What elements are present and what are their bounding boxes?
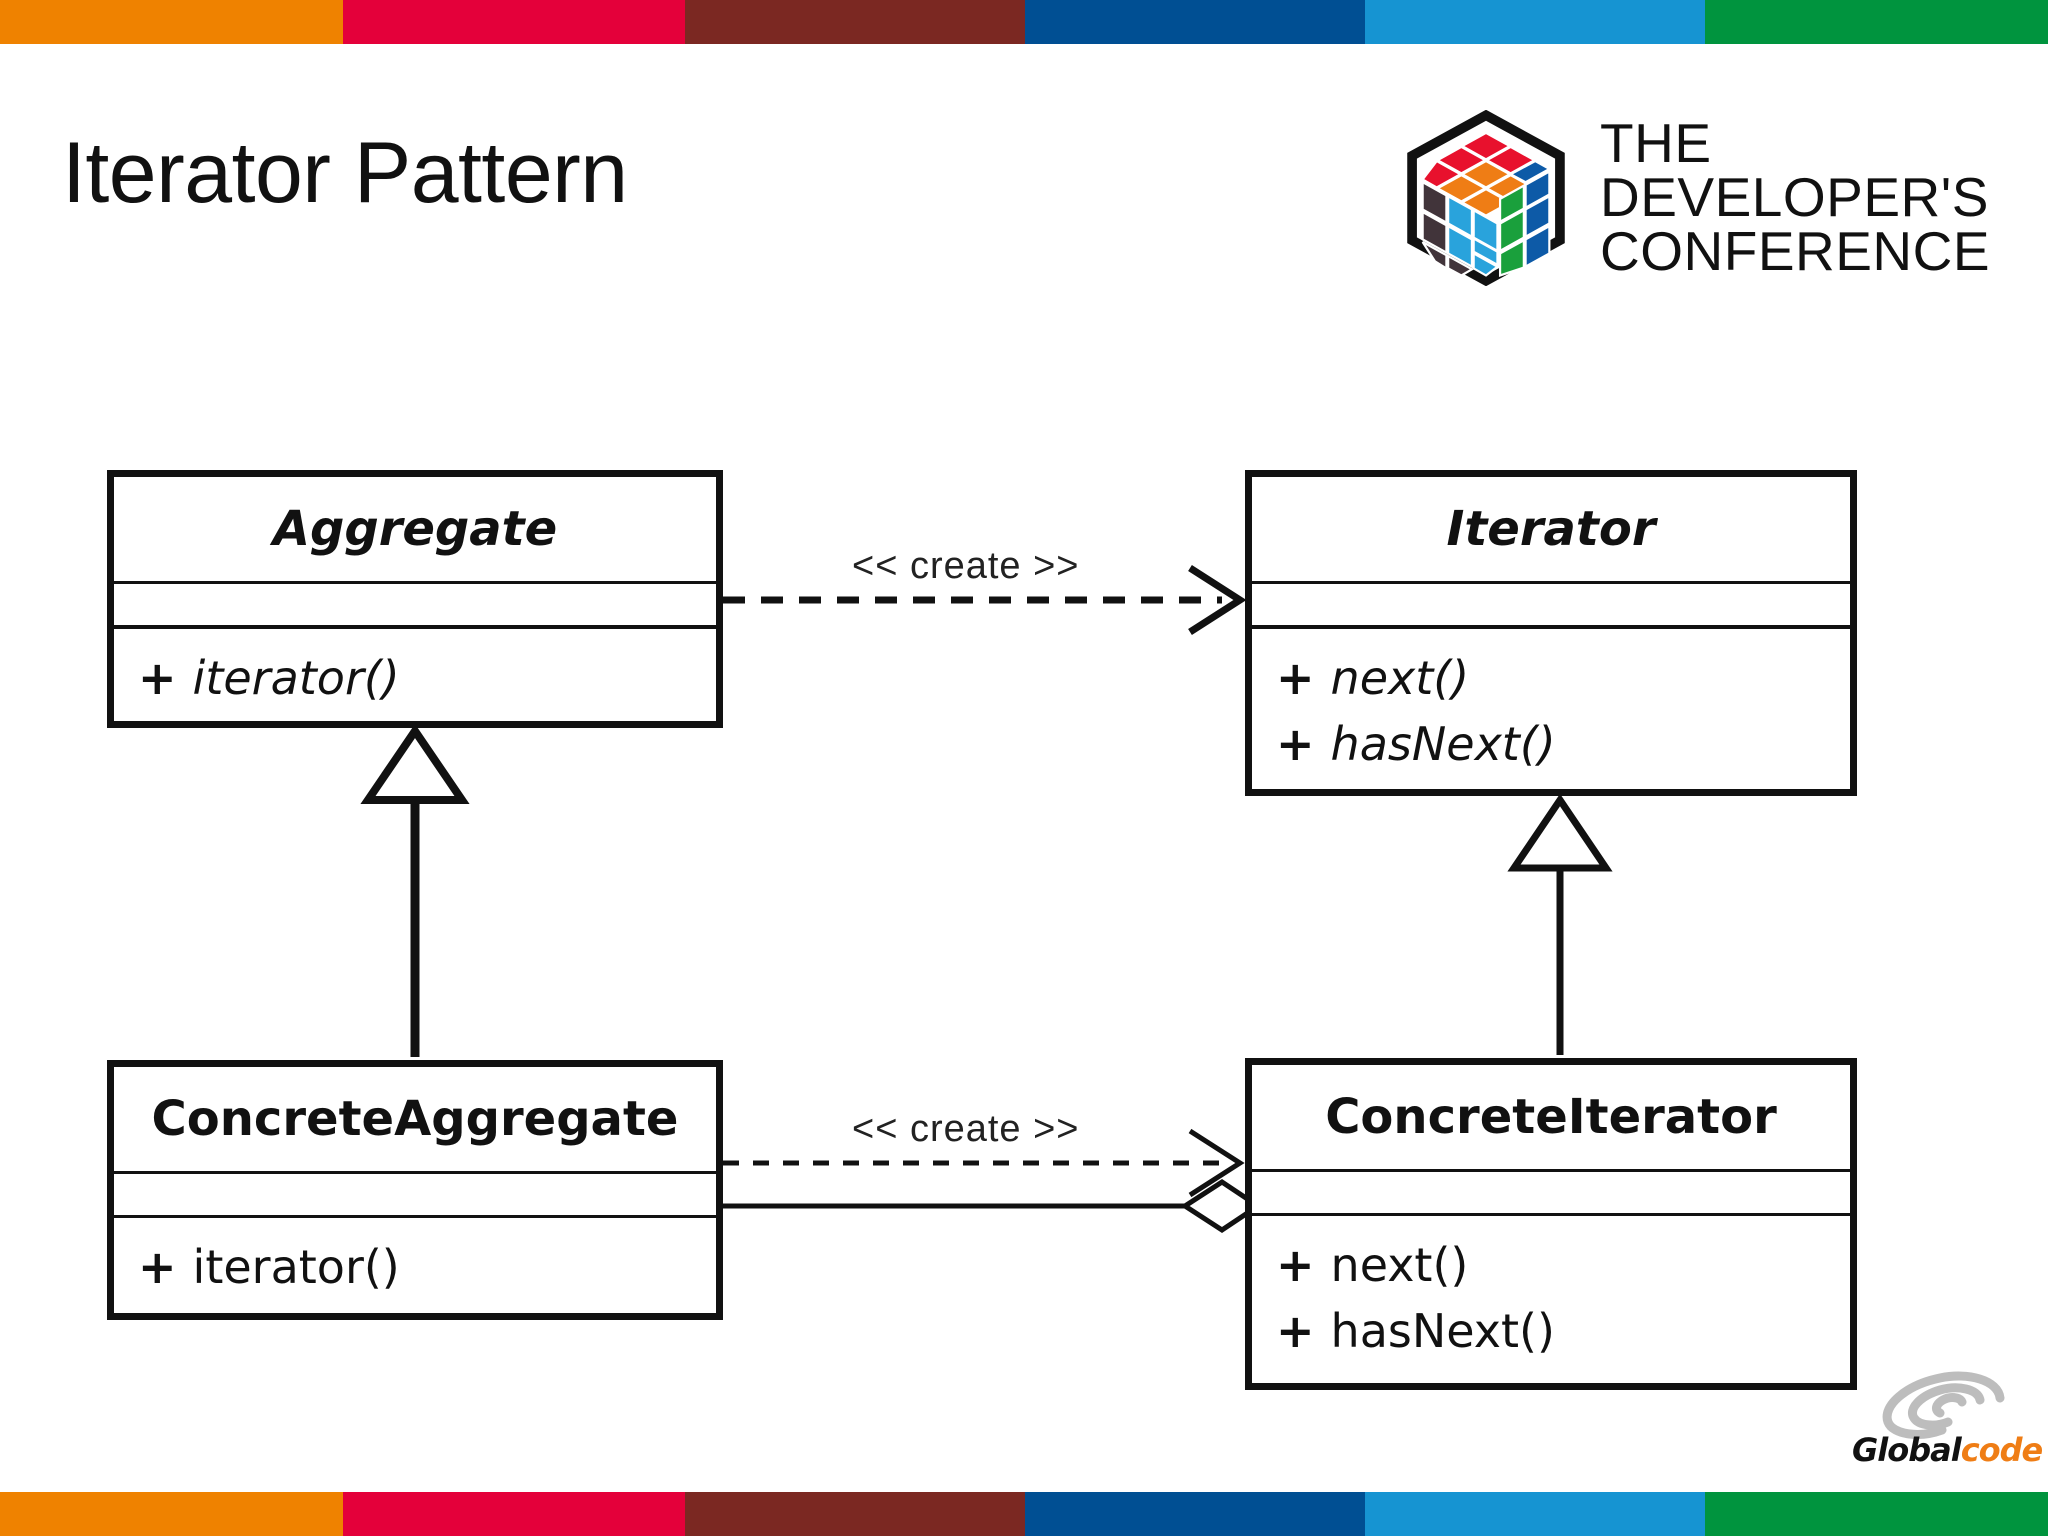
operation-signature: next() — [1330, 1238, 1469, 1292]
operation-signature: hasNext() — [1330, 717, 1556, 771]
visibility-marker: + — [138, 1240, 177, 1294]
uml-class-name-concrete-aggregate: ConcreteAggregate — [151, 1091, 679, 1147]
operation-signature: iterator() — [192, 1240, 400, 1294]
color-band-crimson — [343, 0, 685, 44]
uml-attributes-concrete-iterator — [1252, 1169, 1850, 1213]
visibility-marker: + — [1276, 651, 1315, 705]
visibility-marker: + — [138, 651, 177, 705]
page-title: Iterator Pattern — [62, 125, 628, 221]
uml-class-concrete-aggregate[interactable]: ConcreteAggregate + iterator() — [107, 1060, 723, 1320]
globalcode-wordmark: Globalcode — [1852, 1431, 2044, 1469]
visibility-marker: + — [1276, 717, 1315, 771]
uml-attributes-aggregate — [114, 581, 716, 625]
color-band-green — [1705, 1492, 2048, 1536]
uml-operation-row: + hasNext() — [1276, 1298, 1850, 1364]
uml-operation-row: + iterator() — [138, 1234, 716, 1300]
operation-signature: iterator() — [192, 651, 400, 705]
relation-generalization-iterator — [1507, 793, 1613, 1055]
uml-class-name-iterator: Iterator — [1446, 501, 1656, 557]
relation-label-create-bottom: << create >> — [852, 1108, 1080, 1150]
color-band-lightblue — [1365, 1492, 1705, 1536]
visibility-marker: + — [1276, 1238, 1315, 1292]
color-band-orange — [0, 1492, 343, 1536]
color-band-darkblue — [1025, 0, 1365, 44]
bottom-color-bar — [0, 1492, 2048, 1536]
tdc-logo: THE DEVELOPER'S CONFERENCE — [1398, 108, 1998, 288]
globalcode-logo: Globalcode — [1848, 1368, 2043, 1480]
uml-operations-iterator: + next() + hasNext() — [1252, 625, 1850, 777]
color-band-green — [1705, 0, 2048, 44]
relation-generalization-aggregate — [360, 723, 470, 1057]
color-band-darkblue — [1025, 1492, 1365, 1536]
operation-signature: hasNext() — [1330, 1304, 1555, 1358]
color-band-crimson — [343, 1492, 685, 1536]
uml-attributes-concrete-aggregate — [114, 1171, 716, 1215]
uml-operation-row: + iterator() — [138, 645, 716, 711]
uml-operations-aggregate: + iterator() — [114, 625, 716, 711]
uml-operations-concrete-aggregate: + iterator() — [114, 1215, 716, 1300]
tdc-line-developers: DEVELOPER'S — [1600, 166, 1989, 229]
relation-create-top — [723, 565, 1247, 635]
operation-signature: next() — [1330, 651, 1470, 705]
color-band-darkred — [685, 1492, 1025, 1536]
globalcode-swirl-icon — [1882, 1371, 2005, 1439]
top-color-bar — [0, 0, 2048, 44]
uml-operation-row: + next() — [1276, 645, 1850, 711]
globalcode-word-code: code — [1960, 1431, 2044, 1469]
uml-operation-row: + hasNext() — [1276, 711, 1850, 777]
rubiks-cube-hexagon-icon — [1407, 110, 1565, 286]
relation-label-create-top: << create >> — [852, 545, 1080, 587]
color-band-orange — [0, 0, 343, 44]
uml-operation-row: + next() — [1276, 1232, 1850, 1298]
uml-attributes-iterator — [1252, 581, 1850, 625]
uml-operations-concrete-iterator: + next() + hasNext() — [1252, 1213, 1850, 1364]
uml-class-concrete-iterator[interactable]: ConcreteIterator + next() + hasNext() — [1245, 1058, 1857, 1390]
globalcode-word-global: Global — [1852, 1431, 1962, 1469]
relation-create-bottom — [723, 1128, 1245, 1198]
tdc-line-conference: CONFERENCE — [1600, 219, 1991, 282]
uml-class-iterator[interactable]: Iterator + next() + hasNext() — [1245, 470, 1857, 796]
uml-class-name-aggregate: Aggregate — [272, 501, 558, 557]
tdc-line-the: THE — [1600, 112, 1712, 175]
uml-class-aggregate[interactable]: Aggregate + iterator() — [107, 470, 723, 728]
uml-class-name-concrete-iterator: ConcreteIterator — [1325, 1089, 1777, 1145]
color-band-lightblue — [1365, 0, 1705, 44]
color-band-darkred — [685, 0, 1025, 44]
relation-aggregation — [723, 1179, 1263, 1233]
visibility-marker: + — [1276, 1304, 1315, 1358]
